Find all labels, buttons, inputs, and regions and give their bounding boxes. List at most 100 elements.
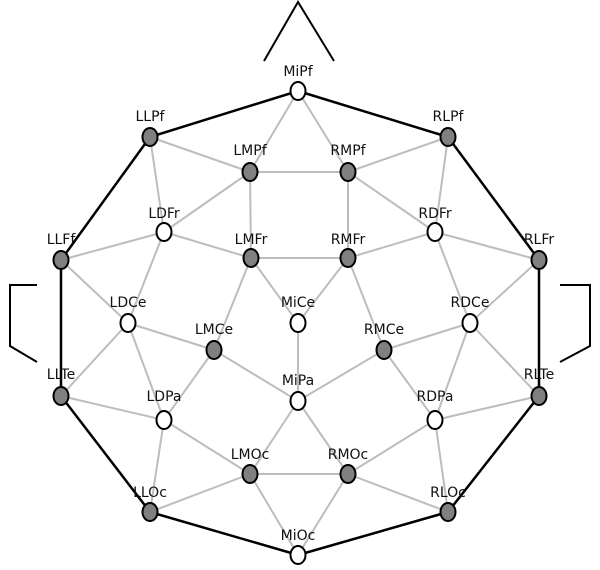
electrode-label-rmfr: RMFr	[331, 232, 366, 248]
electrode-node-mipa	[289, 391, 307, 411]
connection-line-rmce-mipa	[297, 349, 385, 402]
electrode-node-ldpa	[155, 410, 173, 430]
connection-line-rdce-rmce	[383, 322, 471, 351]
electrode-label-rdce: RDCe	[451, 295, 490, 311]
nose-outline	[263, 0, 335, 62]
electrode-label-mipa: MiPa	[282, 373, 314, 389]
connection-line-llff-ldce	[60, 259, 129, 324]
connection-line-rdfr-rmfr	[347, 231, 436, 259]
electrode-node-mioc	[289, 545, 307, 565]
outline-line-rlte-rloc	[447, 395, 540, 513]
connection-line-rdpa-rmoc	[347, 419, 436, 475]
electrode-label-rloc: RLOc	[430, 485, 466, 501]
electrode-label-ldce: LDCe	[110, 295, 147, 311]
electrode-node-llff	[52, 250, 70, 270]
connection-line-lmpf-ldfr	[163, 171, 251, 233]
electrode-nodes	[52, 81, 548, 565]
electrode-label-lmoc: LMOc	[231, 447, 270, 463]
connection-line-ldpa-lloc	[149, 419, 165, 513]
outline-line-mipf-llpf	[149, 89, 299, 139]
electrode-label-mice: MiCe	[281, 295, 315, 311]
electrode-label-mioc: MiOc	[281, 528, 316, 544]
electrode-node-rloc	[439, 502, 457, 522]
electrode-label-rlpf: RLPf	[433, 109, 465, 125]
connection-line-mipf-rmpf	[297, 90, 349, 173]
electrode-node-rmoc	[339, 464, 357, 484]
connection-line-rlte-rdpa	[434, 395, 540, 421]
electrode-node-lloc	[141, 502, 159, 522]
electrode-node-mipf	[289, 81, 307, 101]
electrode-node-rmce	[375, 340, 393, 360]
electrode-label-mipf: MiPf	[283, 64, 313, 80]
left-ear-outline	[9, 284, 38, 363]
connection-line-lmfr-lmce	[213, 257, 252, 351]
electrode-node-rmfr	[339, 248, 357, 268]
outline-line-mipf-rlpf	[297, 89, 449, 139]
connection-line-mipf-lmpf	[249, 90, 299, 173]
electrode-label-llte: LLTe	[47, 367, 75, 383]
connection-line-rlpf-rmpf	[347, 136, 449, 173]
right-ear-outline	[559, 284, 591, 363]
connection-line-rdfr-rdce	[434, 231, 471, 324]
outline-line-llpf-llff	[59, 136, 152, 261]
head-outline	[59, 89, 541, 557]
electrode-label-rdfr: RDFr	[418, 206, 452, 222]
outline-line-rlpf-rlfr	[446, 136, 541, 261]
connection-line-lmoc-lloc	[149, 473, 251, 513]
electrode-node-lmpf	[241, 162, 259, 182]
connection-line-rlfr-rdce	[469, 259, 540, 324]
connection-line-lmoc-mioc	[249, 473, 299, 556]
connection-line-rlfr-rdfr	[434, 231, 540, 261]
connection-line-ldfr-lmfr	[163, 231, 252, 259]
connection-line-lmpf-lmfr	[249, 171, 252, 259]
electrode-label-lmce: LMCe	[195, 322, 233, 338]
connection-line-ldce-llte	[60, 322, 129, 397]
electrode-node-mice	[289, 313, 307, 333]
electrode-node-rmpf	[339, 162, 357, 182]
connection-line-llff-ldfr	[60, 231, 165, 261]
connection-line-rmoc-mioc	[297, 473, 349, 556]
connection-line-rmfr-rmce	[347, 257, 385, 351]
electrode-label-rlfr: RLFr	[524, 232, 555, 248]
electrode-label-llpf: LLPf	[136, 109, 166, 125]
connection-line-llpf-ldfr	[149, 136, 165, 233]
connection-line-ldce-lmce	[127, 322, 215, 351]
electrode-node-rdce	[461, 313, 479, 333]
outline-line-lloc-mioc	[149, 510, 299, 557]
electrode-label-rlte: RLTe	[524, 367, 554, 383]
electrode-label-lloc: LLOc	[133, 485, 167, 501]
connection-line-rlpf-rdfr	[434, 136, 449, 233]
electrode-node-rlfr	[530, 250, 548, 270]
connection-line-ldpa-lmoc	[163, 419, 251, 475]
connection-line-rdpa-rloc	[434, 419, 449, 513]
electrode-node-rlte	[530, 386, 548, 406]
connection-line-ldce-ldpa	[127, 322, 165, 421]
connection-line-rmoc-rloc	[347, 473, 449, 513]
electrode-node-lmoc	[241, 464, 259, 484]
connection-line-mipa-rmoc	[297, 400, 349, 475]
electrode-node-llpf	[141, 127, 159, 147]
connection-line-rmfr-mice	[297, 257, 349, 324]
electrode-node-rdpa	[426, 410, 444, 430]
connection-line-lmfr-mice	[250, 257, 299, 324]
electrode-node-llte	[52, 386, 70, 406]
connection-line-lmce-mipa	[213, 349, 299, 402]
connection-line-rmce-rdpa	[383, 349, 436, 421]
electrode-node-rdfr	[426, 222, 444, 242]
electrode-label-rmpf: RMPf	[330, 143, 366, 159]
connection-line-rmpf-rdfr	[347, 171, 436, 233]
connection-line-llpf-lmpf	[149, 136, 251, 173]
electrode-label-rdpa: RDPa	[417, 389, 454, 405]
electrode-node-ldce	[119, 313, 137, 333]
connection-lines	[60, 90, 540, 556]
electrode-node-lmfr	[242, 248, 260, 268]
electrode-label-rmce: RMCe	[364, 322, 404, 338]
connection-line-rdce-rdpa	[434, 322, 471, 421]
electrode-label-llff: LLFf	[47, 232, 77, 248]
electrode-node-lmce	[205, 340, 223, 360]
outline-line-llte-lloc	[60, 395, 151, 513]
electrode-node-rlpf	[439, 127, 457, 147]
electrode-label-lmpf: LMPf	[233, 143, 267, 159]
